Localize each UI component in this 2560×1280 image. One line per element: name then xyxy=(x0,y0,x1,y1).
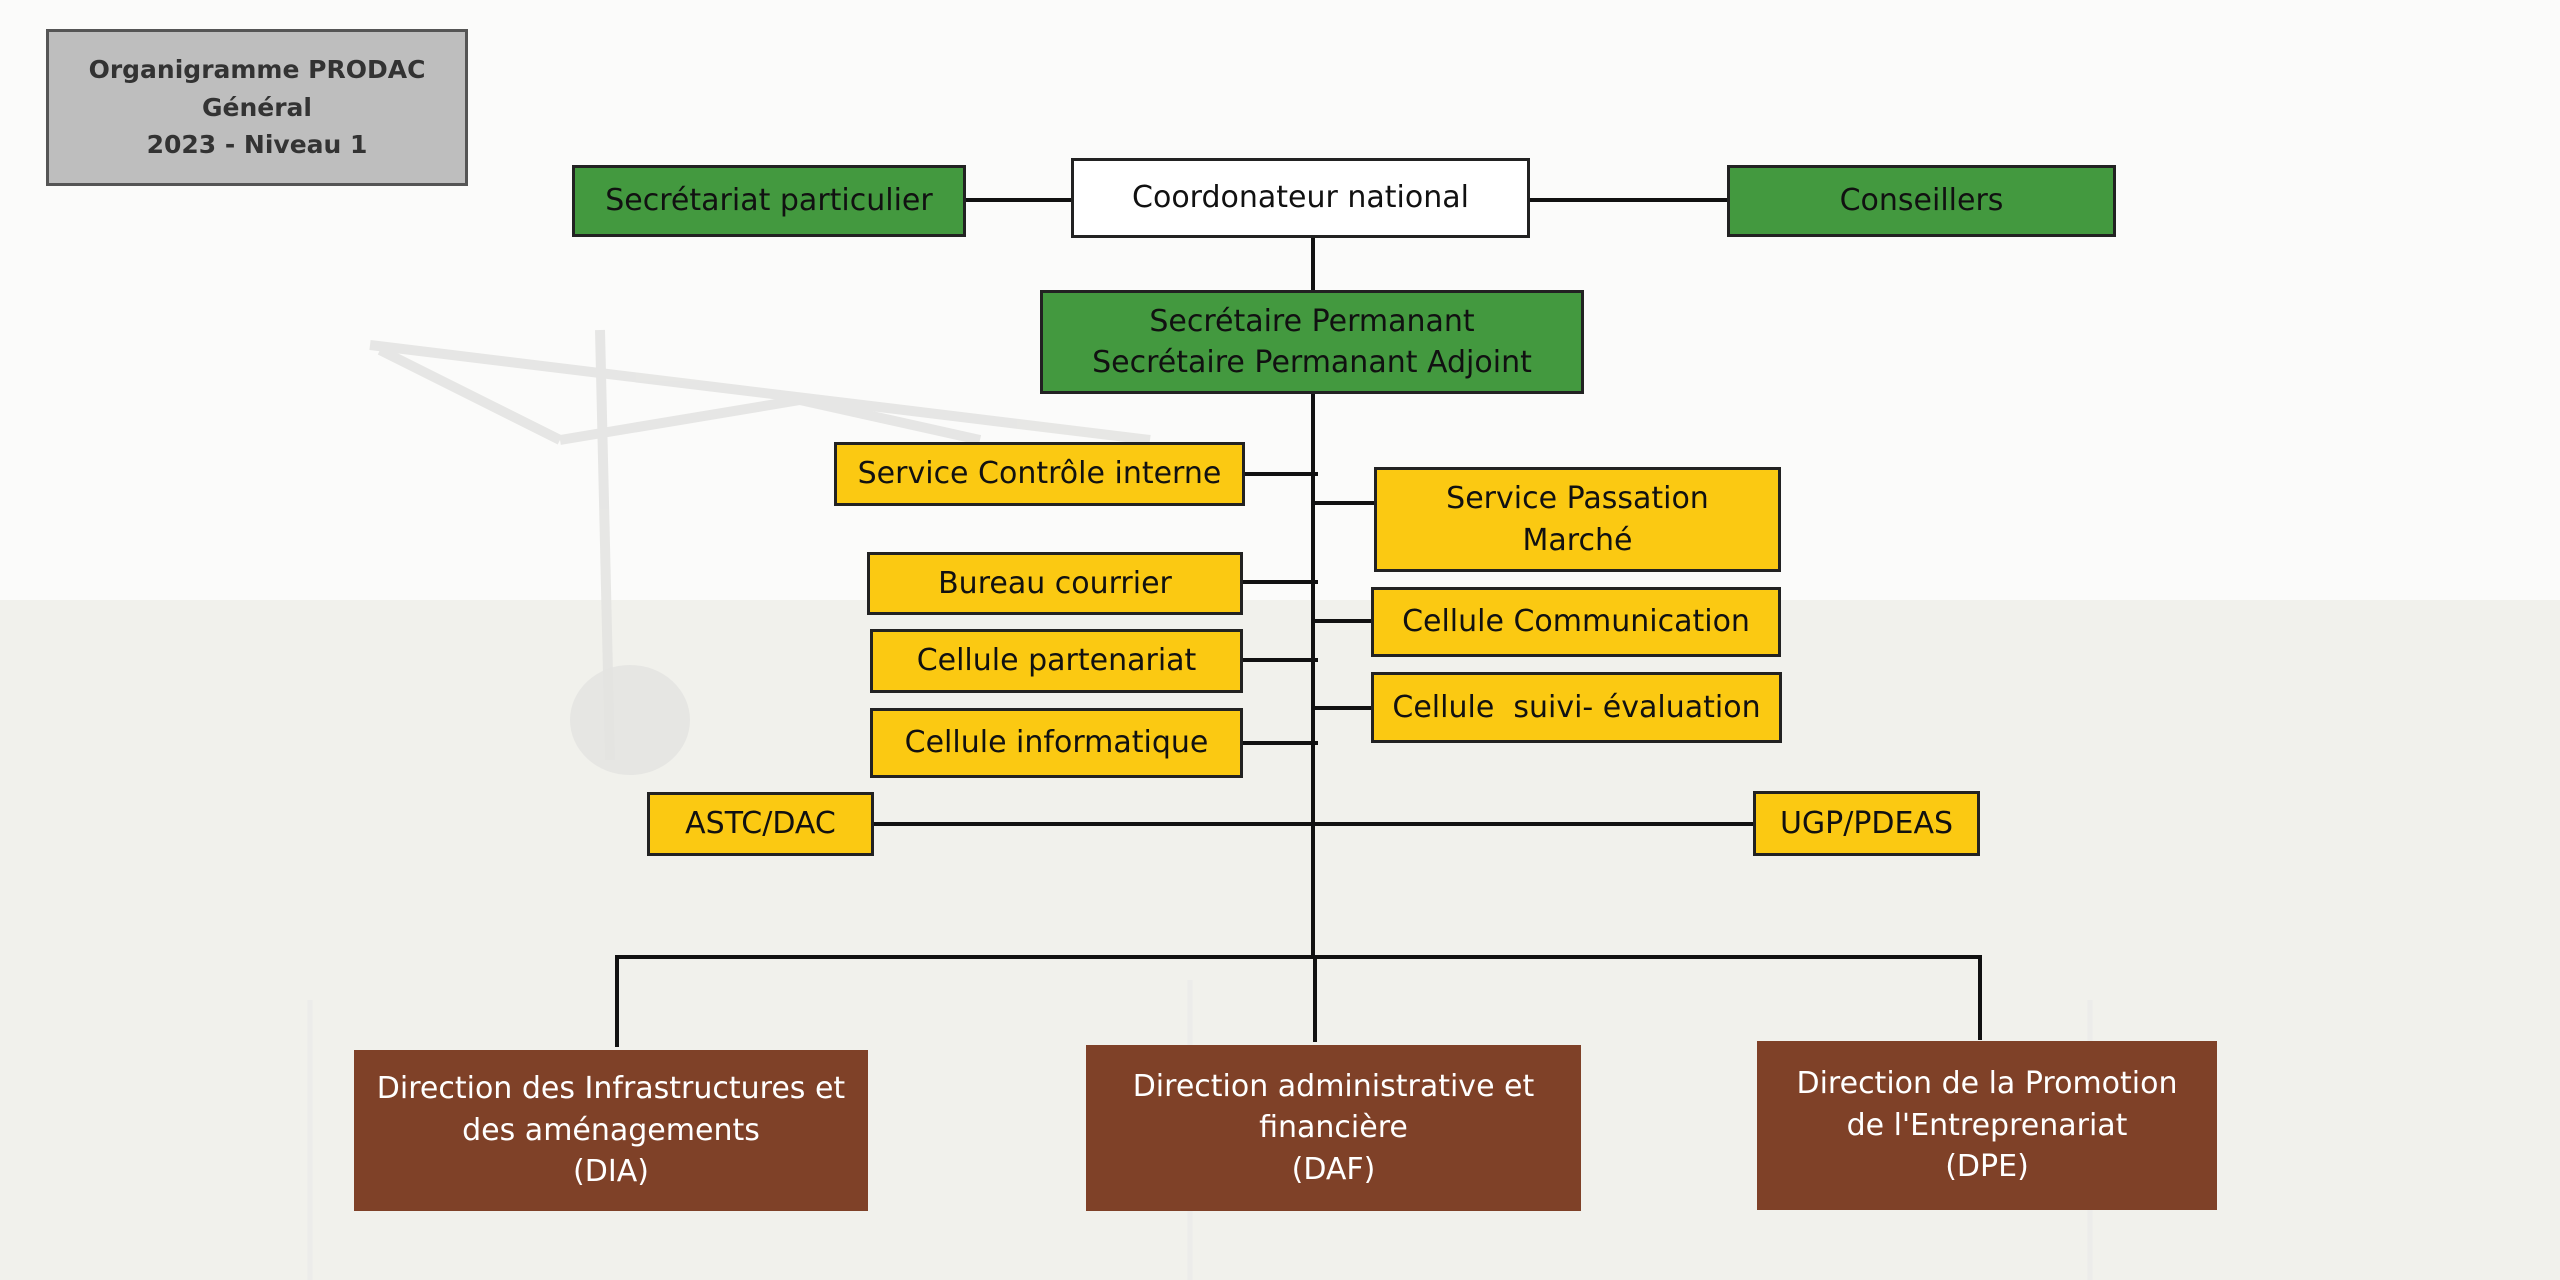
secretariat-particulier-label: Secrétariat particulier xyxy=(605,183,933,219)
title-line-3: 2023 - Niveau 1 xyxy=(146,130,368,160)
bureau-courrier-label: Bureau courrier xyxy=(938,565,1172,601)
coordonateur-national-box: Coordonateur national xyxy=(1071,158,1530,238)
bureau-courrier-box: Bureau courrier xyxy=(867,552,1243,615)
direction-daf-box: Direction administrative et financière (… xyxy=(1086,1045,1581,1211)
direction-dia-line-3: (DIA) xyxy=(573,1154,649,1190)
cellule-communication-box: Cellule Communication xyxy=(1371,587,1781,657)
title-line-1: Organigramme PRODAC xyxy=(88,55,426,85)
ugp-pdeas-box: UGP/PDEAS xyxy=(1753,791,1980,856)
astc-dac-label: ASTC/DAC xyxy=(685,806,836,842)
secretaire-permanant-label: Secrétaire Permanant xyxy=(1149,303,1475,339)
service-controle-interne-label: Service Contrôle interne xyxy=(857,456,1222,492)
service-passation-marche-box: Service Passation Marché xyxy=(1374,467,1781,572)
direction-daf-line-3: (DAF) xyxy=(1291,1151,1376,1187)
direction-dpe-box: Direction de la Promotion de l'Entrepren… xyxy=(1757,1041,2217,1210)
secretariat-particulier-box: Secrétariat particulier xyxy=(572,165,966,237)
cellule-informatique-label: Cellule informatique xyxy=(904,725,1209,761)
direction-dia-line-1: Direction des Infrastructures et xyxy=(376,1071,846,1107)
conseillers-box: Conseillers xyxy=(1727,165,2116,237)
direction-dia-line-2: des aménagements xyxy=(462,1112,760,1148)
direction-dpe-line-2: de l'Entreprenariat xyxy=(1846,1107,2128,1143)
cellule-partenariat-box: Cellule partenariat xyxy=(870,629,1243,693)
secretaire-permanant-adjoint-label: Secrétaire Permanant Adjoint xyxy=(1092,345,1532,380)
direction-daf-line-2: financière xyxy=(1259,1110,1408,1146)
cellule-informatique-box: Cellule informatique xyxy=(870,708,1243,778)
cellule-suivi-evaluation-box: Cellule suivi- évaluation xyxy=(1371,672,1782,743)
direction-dia-box: Direction des Infrastructures et des amé… xyxy=(354,1050,868,1211)
secretaire-permanant-box: Secrétaire Permanant Secrétaire Permanan… xyxy=(1040,290,1584,394)
conseillers-label: Conseillers xyxy=(1839,183,2004,219)
service-passation-label-line-1: Service Passation xyxy=(1446,481,1709,517)
direction-dpe-line-1: Direction de la Promotion xyxy=(1796,1066,2178,1102)
direction-daf-line-1: Direction administrative et xyxy=(1132,1068,1535,1104)
cellule-communication-label: Cellule Communication xyxy=(1402,604,1750,640)
astc-dac-box: ASTC/DAC xyxy=(647,792,874,856)
title-line-2: Général xyxy=(202,92,312,122)
diagram-title-box: Organigramme PRODAC Général 2023 - Nivea… xyxy=(46,29,468,186)
ugp-pdeas-label: UGP/PDEAS xyxy=(1779,805,1954,841)
cellule-suivi-evaluation-label: Cellule suivi- évaluation xyxy=(1392,689,1761,725)
service-passation-label-line-2: Marché xyxy=(1522,522,1633,558)
cellule-partenariat-label: Cellule partenariat xyxy=(916,643,1197,679)
direction-dpe-line-3: (DPE) xyxy=(1945,1149,2029,1185)
service-controle-interne-box: Service Contrôle interne xyxy=(834,442,1245,506)
coordonateur-national-label: Coordonateur national xyxy=(1132,180,1469,216)
